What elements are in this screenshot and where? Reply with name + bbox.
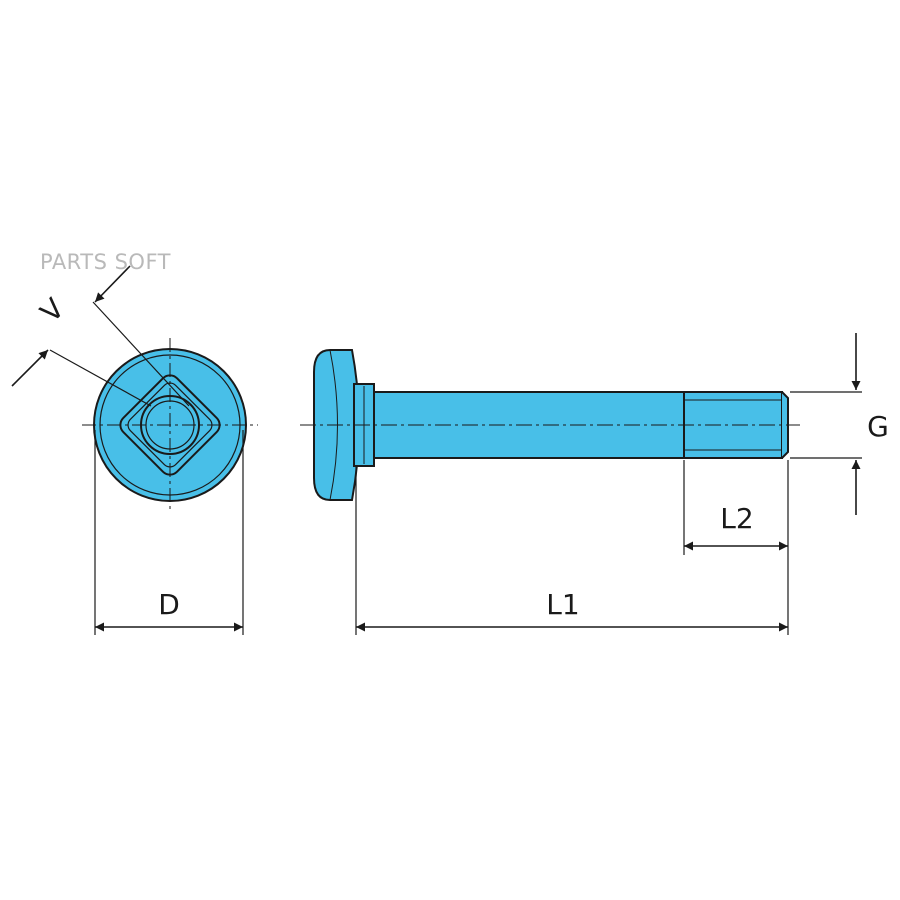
- l2-label: L2: [720, 502, 753, 535]
- end-view: V D: [11, 265, 258, 635]
- v-extension-line-1: [49, 349, 152, 407]
- side-view: G L2 L1: [300, 333, 889, 635]
- v-dimension-arrow-1: [11, 349, 49, 387]
- d-label: D: [158, 588, 180, 621]
- g-label: G: [867, 410, 889, 443]
- watermark-text: PARTS SOFT: [40, 250, 171, 274]
- l1-label: L1: [546, 588, 579, 621]
- v-dimension-arrow-2: [94, 265, 131, 303]
- square-neck-inner: [127, 382, 213, 468]
- v-label: V: [34, 292, 71, 329]
- v-extension-line-2: [92, 301, 190, 407]
